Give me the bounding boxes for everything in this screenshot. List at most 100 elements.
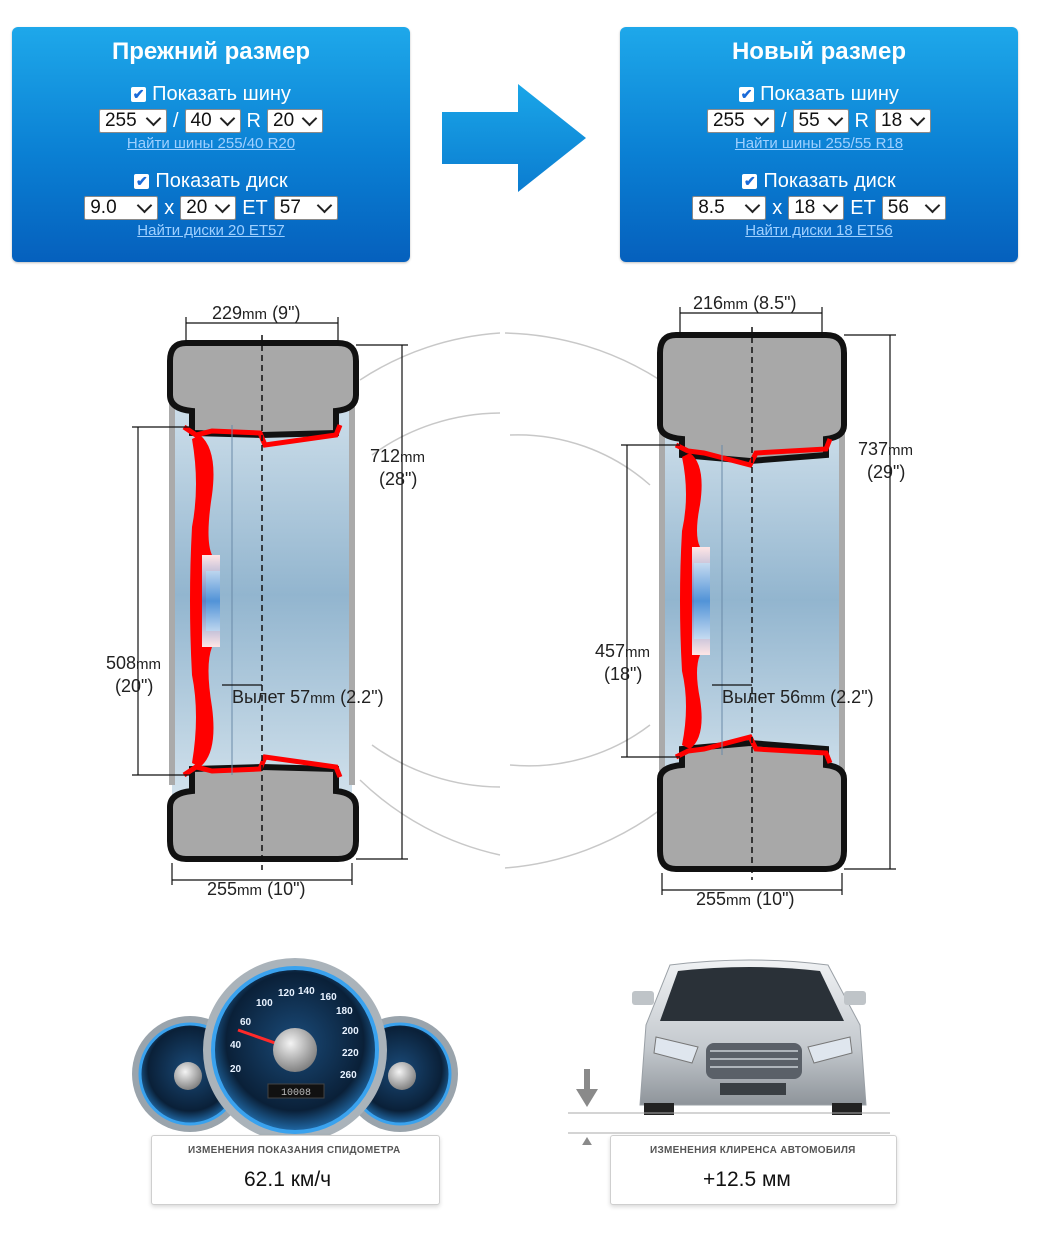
separator: /: [172, 109, 179, 132]
old-wheel-width-select[interactable]: 9.0: [84, 196, 159, 220]
new-show-tire-label: Показать шину: [760, 82, 899, 105]
checkmark-icon[interactable]: ✔: [131, 86, 147, 102]
wheel-silhouette-arcs: [359, 332, 661, 869]
svg-text:120: 120: [278, 988, 295, 999]
svg-text:100: 100: [256, 998, 273, 1009]
old-offset-label: Вылет 57mm (2.2"): [232, 687, 384, 707]
old-tire-selects: 255 / 40 R 20: [12, 108, 410, 134]
checkmark-icon[interactable]: ✔: [742, 173, 758, 189]
new-size-panel: Новый размер ✔ Показать шину 255 / 55 R …: [620, 27, 1018, 262]
new-tire-width-select[interactable]: 255: [706, 109, 775, 133]
chevron-down-icon: [301, 110, 318, 127]
new-tire-diameter-select[interactable]: 18: [875, 109, 931, 133]
et-label: ET: [850, 196, 876, 219]
svg-text:260: 260: [340, 1070, 357, 1081]
select-value: 18: [794, 197, 816, 218]
chevron-down-icon: [219, 110, 235, 127]
new-wheel-offset-select[interactable]: 56: [881, 196, 946, 220]
chevron-down-icon: [822, 197, 839, 214]
new-rim-width-label: 216mm (8.5"): [693, 293, 797, 313]
old-size-title: Прежний размер: [111, 38, 311, 65]
new-outer-diameter-mm-label: 737mm: [858, 439, 914, 459]
new-find-tires-link[interactable]: Найти шины 255/55 R18: [734, 135, 904, 152]
old-rim-width-label: 229mm (9"): [212, 303, 301, 323]
chevron-down-icon: [924, 197, 941, 214]
et-label: ET: [242, 196, 268, 219]
old-tire-profile-select[interactable]: 40: [184, 109, 241, 133]
select-value: 8.5: [698, 197, 725, 218]
speedometer-change-value: 62.1 км/ч: [244, 1168, 332, 1191]
select-value: 56: [887, 197, 909, 218]
old-rim-diameter-in-label: (20"): [115, 676, 154, 696]
old-show-tire-label: Показать шину: [152, 82, 291, 105]
old-size-panel: Прежний размер ✔ Показать шину 255 / 40 …: [12, 27, 410, 262]
clearance-readout-card: [610, 1135, 897, 1205]
select-value: 9.0: [90, 197, 117, 218]
new-tire-profile-select[interactable]: 55: [792, 109, 849, 133]
old-wheel-cross-section: [132, 317, 408, 885]
old-show-tire-checkbox[interactable]: ✔ Показать шину: [12, 82, 410, 106]
select-value: 20: [186, 197, 208, 218]
separator: /: [780, 109, 787, 132]
old-outer-diameter-mm-label: 712mm: [370, 446, 426, 466]
new-tire-width-label: 255mm (10"): [696, 889, 795, 909]
new-wheel-width-select[interactable]: 8.5: [692, 196, 767, 220]
new-wheel-diameter-select[interactable]: 18: [788, 196, 845, 220]
chevron-down-icon: [744, 197, 761, 214]
chevron-down-icon: [753, 110, 770, 127]
speedometer-readout-card: [151, 1135, 440, 1205]
r-label: R: [854, 109, 869, 132]
svg-text:180: 180: [336, 1006, 353, 1017]
old-wheel-diameter-select[interactable]: 20: [180, 196, 237, 220]
svg-text:160: 160: [320, 992, 337, 1003]
select-value: 57: [279, 197, 301, 218]
chevron-down-icon: [214, 197, 231, 214]
old-rim-diameter-mm-label: 508mm: [106, 653, 162, 673]
svg-text:200: 200: [342, 1026, 359, 1037]
new-outer-diameter-in-label: (29"): [867, 462, 906, 482]
select-value: 255: [104, 110, 137, 131]
old-tire-width-select[interactable]: 255: [98, 109, 167, 133]
svg-text:60: 60: [240, 1017, 252, 1028]
svg-text:220: 220: [342, 1048, 359, 1059]
old-outer-diameter-in-label: (28"): [379, 469, 418, 489]
chevron-down-icon: [316, 197, 333, 214]
select-value: 40: [190, 110, 212, 131]
svg-text:40: 40: [230, 1040, 242, 1051]
checkmark-icon[interactable]: ✔: [739, 86, 755, 102]
clearance-arrows-icon: [576, 1069, 598, 1145]
old-wheel-selects: 9.0 x 20 ET 57: [12, 195, 410, 221]
old-tire-diameter-select[interactable]: 20: [267, 109, 323, 133]
select-value: 255: [712, 110, 745, 131]
chevron-down-icon: [145, 110, 162, 127]
speedometer-caption: ИЗМЕНЕНИЯ ПОКАЗАНИЯ СПИДОМЕТРА: [188, 1145, 401, 1156]
new-rim-diameter-mm-label: 457mm: [595, 641, 651, 661]
x-label: x: [772, 196, 783, 219]
new-show-wheel-checkbox[interactable]: ✔ Показать диск: [620, 169, 1018, 193]
new-show-tire-checkbox[interactable]: ✔ Показать шину: [620, 82, 1018, 106]
select-value: 20: [273, 110, 295, 131]
old-wheel-offset-select[interactable]: 57: [273, 196, 338, 220]
old-find-tires-link[interactable]: Найти шины 255/40 R20: [126, 135, 296, 152]
r-label: R: [246, 109, 261, 132]
new-tire-selects: 255 / 55 R 18: [620, 108, 1018, 134]
clearance-caption: ИЗМЕНЕНИЯ КЛИРЕНСА АВТОМОБИЛЯ: [650, 1145, 856, 1156]
odometer-readout: 10008: [281, 1088, 311, 1099]
chevron-down-icon: [136, 197, 153, 214]
chevron-down-icon: [827, 110, 843, 127]
checkmark-icon[interactable]: ✔: [134, 173, 150, 189]
select-value: 18: [881, 110, 903, 131]
arrow-right-icon: [442, 84, 586, 192]
clearance-change-value: +12.5 мм: [703, 1168, 791, 1191]
old-find-wheels-link[interactable]: Найти диски 20 ET57: [137, 222, 285, 239]
car-front-image: [568, 959, 890, 1145]
new-find-wheels-link[interactable]: Найти диски 18 ET56: [745, 222, 893, 239]
old-tire-width-label: 255mm (10"): [207, 879, 306, 899]
chevron-down-icon: [909, 110, 926, 127]
old-show-wheel-label: Показать диск: [155, 169, 288, 192]
old-show-wheel-checkbox[interactable]: ✔ Показать диск: [12, 169, 410, 193]
svg-text:20: 20: [230, 1064, 242, 1075]
new-wheel-selects: 8.5 x 18 ET 56: [620, 195, 1018, 221]
x-label: x: [164, 196, 175, 219]
